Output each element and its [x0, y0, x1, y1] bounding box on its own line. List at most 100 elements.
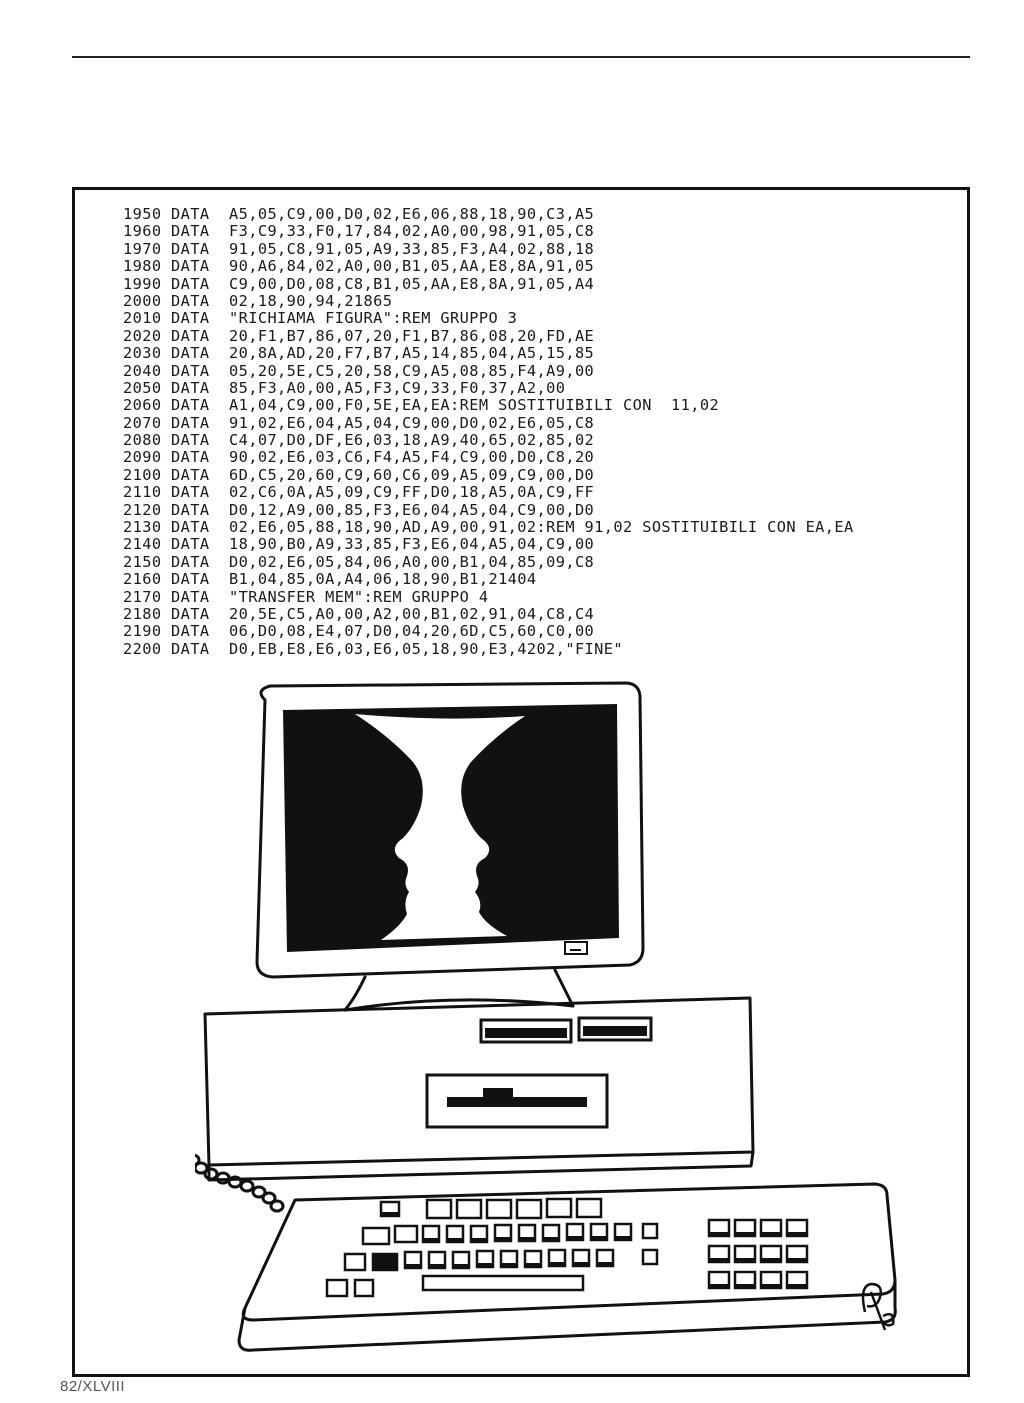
data-values: 90,02,E6,03,C6,F4,A5,F4,C9,00,D0,C8,20 [229, 448, 595, 467]
data-values: 90,A6,84,02,A0,00,B1,05,AA,E8,8A,91,05 [229, 257, 595, 276]
basic-keyword: DATA [171, 431, 210, 450]
line-number: 1990 [123, 274, 162, 293]
line-number: 2040 [123, 361, 162, 380]
line-number: 2070 [123, 413, 162, 432]
data-values: 91,02,E6,04,A5,04,C9,00,D0,02,E6,05,C8 [229, 413, 595, 432]
line-number: 2160 [123, 570, 162, 589]
data-values: A5,05,C9,00,D0,02,E6,06,88,18,90,C3,A5 [229, 205, 595, 223]
line-number: 1970 [123, 239, 162, 258]
line-number: 2020 [123, 326, 162, 345]
listing-line: 2120 DATA D0,12,A9,00,85,F3,E6,04,A5,04,C9… [123, 500, 854, 519]
line-number: 2060 [123, 396, 162, 415]
basic-keyword: DATA [171, 274, 210, 293]
data-values: "RICHIAMA FIGURA":REM GRUPPO 3 [229, 309, 518, 328]
line-number: 2000 [123, 291, 162, 310]
basic-keyword: DATA [171, 309, 210, 328]
line-number: 2080 [123, 431, 162, 450]
line-number: 2130 [123, 518, 162, 537]
basic-keyword: DATA [171, 361, 210, 380]
data-values: A1,04,C9,00,F0,5E,EA,EA:REM SOSTITUIBILI… [229, 396, 720, 415]
basic-keyword: DATA [171, 326, 210, 345]
data-values: 02,18,90,94,21865 [229, 291, 393, 310]
line-number: 2100 [123, 465, 162, 484]
keyboard-keys [325, 1197, 809, 1298]
computer-illustration [195, 681, 897, 1352]
line-number: 2190 [123, 622, 162, 641]
basic-keyword: DATA [171, 622, 210, 641]
listing-line: 1960 DATA F3,C9,33,F0,17,84,02,A0,00,98,91… [123, 222, 854, 241]
line-number: 2180 [123, 604, 162, 623]
basic-keyword: DATA [171, 570, 210, 589]
data-values: 18,90,B0,A9,33,85,F3,E6,04,A5,04,C9,00 [229, 535, 595, 554]
listing-line: 2010 DATA "RICHIAMA FIGURA":REM GRUPPO 3 [123, 309, 854, 328]
basic-keyword: DATA [171, 239, 210, 258]
listing-line: 2060 DATA A1,04,C9,00,F0,5E,EA,EA:REM SOST… [123, 396, 854, 415]
basic-keyword: DATA [171, 291, 210, 310]
basic-keyword: DATA [171, 205, 210, 223]
data-values: F3,C9,33,F0,17,84,02,A0,00,98,91,05,C8 [229, 222, 595, 241]
line-number: 2150 [123, 552, 162, 571]
basic-keyword: DATA [171, 518, 210, 537]
line-number: 2200 [123, 639, 162, 658]
basic-keyword: DATA [171, 535, 210, 554]
listing-line: 2070 DATA 91,02,E6,04,A5,04,C9,00,D0,02,E6… [123, 413, 854, 432]
listing-line: 2020 DATA 20,F1,B7,86,07,20,F1,B7,86,08,20… [123, 326, 854, 345]
vase-illusion [355, 714, 525, 940]
data-values: D0,12,A9,00,85,F3,E6,04,A5,04,C9,00,D0 [229, 500, 595, 519]
line-number: 1980 [123, 257, 162, 276]
basic-keyword: DATA [171, 587, 210, 606]
data-values: B1,04,85,0A,A4,06,18,90,B1,21404 [229, 570, 537, 589]
data-values: D0,02,E6,05,84,06,A0,00,B1,04,85,09,C8 [229, 552, 595, 571]
coiled-cable [195, 1153, 285, 1213]
basic-keyword: DATA [171, 483, 210, 502]
data-values: 20,8A,AD,20,F7,B7,A5,14,85,04,A5,15,85 [229, 344, 595, 363]
basic-keyword: DATA [171, 448, 210, 467]
listing-line: 1950 DATA A5,05,C9,00,D0,02,E6,06,88,18,90… [123, 205, 854, 223]
data-values: 85,F3,A0,00,A5,F3,C9,33,F0,37,A2,00 [229, 378, 566, 397]
basic-keyword: DATA [171, 222, 210, 241]
data-values: 05,20,5E,C5,20,58,C9,A5,08,85,F4,A9,00 [229, 361, 595, 380]
listing-line: 2130 DATA 02,E6,05,88,18,90,AD,A9,00,91,02… [123, 518, 854, 537]
basic-keyword: DATA [171, 396, 210, 415]
line-number: 1960 [123, 222, 162, 241]
data-values: C9,00,D0,08,C8,B1,05,AA,E8,8A,91,05,A4 [229, 274, 595, 293]
listing-line: 1990 DATA C9,00,D0,08,C8,B1,05,AA,E8,8A,91… [123, 274, 854, 293]
basic-keyword: DATA [171, 413, 210, 432]
basic-keyword: DATA [171, 500, 210, 519]
data-values: 02,E6,05,88,18,90,AD,A9,00,91,02:REM 91,… [229, 518, 854, 537]
listing-line: 2160 DATA B1,04,85,0A,A4,06,18,90,B1,21404 [123, 570, 854, 589]
line-number: 2090 [123, 448, 162, 467]
monitor-casing [255, 681, 645, 979]
power-button-icon [564, 941, 588, 955]
data-values: 20,5E,C5,A0,00,A2,00,B1,02,91,04,C8,C4 [229, 604, 595, 623]
line-number: 2010 [123, 309, 162, 328]
basic-keyword: DATA [171, 344, 210, 363]
basic-keyword: DATA [171, 465, 210, 484]
line-number: 2120 [123, 500, 162, 519]
artist-signature-icon [861, 1282, 895, 1331]
line-number: 2110 [123, 483, 162, 502]
line-number: 2170 [123, 587, 162, 606]
data-values: D0,EB,E8,E6,03,E6,05,18,90,E3,4202,"FINE… [229, 639, 623, 658]
listing-line: 2090 DATA 90,02,E6,03,C6,F4,A5,F4,C9,00,D0… [123, 448, 854, 467]
basic-keyword: DATA [171, 257, 210, 276]
basic-keyword: DATA [171, 639, 210, 658]
listing-line: 2200 DATA D0,EB,E8,E6,03,E6,05,18,90,E3,42… [123, 639, 854, 658]
data-values: 20,F1,B7,86,07,20,F1,B7,86,08,20,FD,AE [229, 326, 595, 345]
line-number: 1950 [123, 205, 162, 223]
listing-line: 1980 DATA 90,A6,84,02,A0,00,B1,05,AA,E8,8A… [123, 257, 854, 276]
header-rule [72, 56, 970, 58]
